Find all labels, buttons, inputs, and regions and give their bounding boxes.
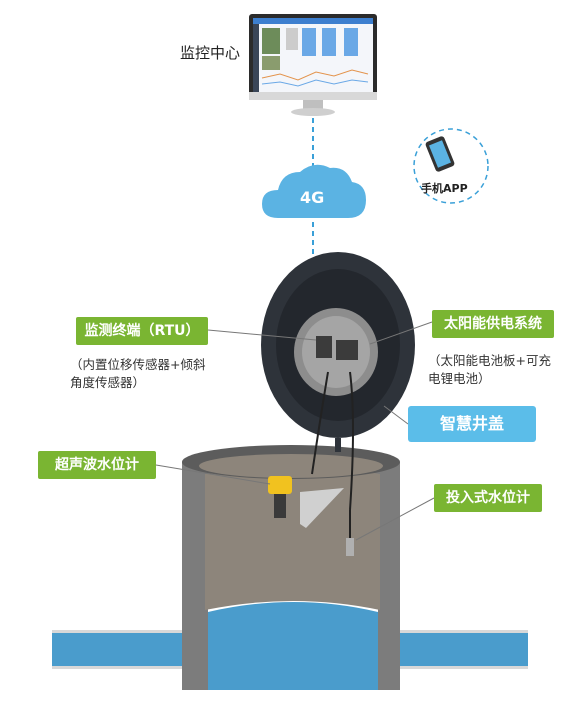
cable [349, 371, 354, 511]
rtu-note: （内置位移传感器+倾斜 角度传感器） [70, 356, 205, 392]
manhole-cover [261, 252, 415, 452]
monitor-icon [249, 14, 377, 116]
solar-note-line1: （太阳能电池板+可充 [428, 353, 551, 368]
network-4g-label: 4G [300, 188, 325, 207]
rtu-label: 监测终端（RTU） [76, 317, 208, 345]
phone-app-icon [413, 128, 489, 204]
mobile-app-label: 手机APP [421, 182, 468, 195]
monitoring-center-label: 监控中心 [180, 44, 241, 62]
pointer-line [383, 405, 409, 425]
ultrasonic-sensor-icon [268, 476, 344, 528]
cloud-icon [262, 164, 366, 218]
pointer-line [207, 329, 317, 341]
solar-label: 太阳能供电系统 [432, 310, 554, 338]
smart-cover-label: 智慧井盖 [408, 406, 536, 442]
submersible-label: 投入式水位计 [434, 484, 542, 512]
ultrasonic-label: 超声波水位计 [38, 451, 156, 479]
pointer-line [155, 464, 271, 485]
solar-note: （太阳能电池板+可充 电锂电池） [428, 352, 551, 388]
submersible-probe-icon [346, 538, 354, 556]
rtu-note-line1: （内置位移传感器+倾斜 [70, 357, 206, 372]
rtu-note-line2: 角度传感器） [70, 375, 146, 390]
solar-note-line2: 电锂电池） [428, 371, 491, 386]
cable [311, 371, 329, 475]
pointer-line [369, 321, 433, 345]
well-structure [52, 445, 528, 690]
pointer-line [355, 497, 435, 541]
